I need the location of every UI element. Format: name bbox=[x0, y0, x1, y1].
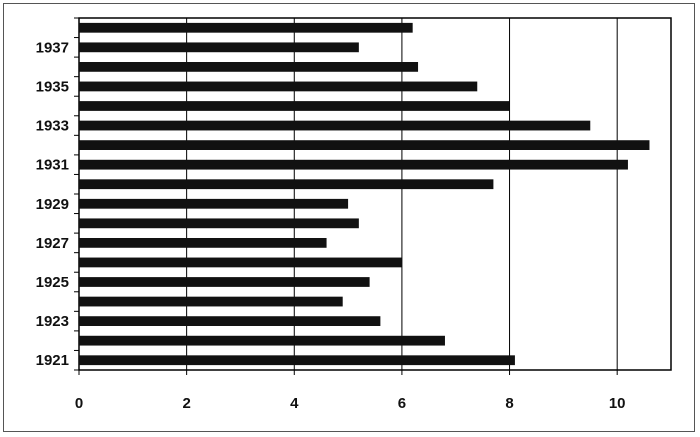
x-axis-ticks: 0 2 4 6 8 10 bbox=[75, 370, 626, 412]
y-tick-label-1921: 1921 bbox=[36, 352, 69, 369]
plot-area bbox=[78, 17, 672, 371]
x-tick-label-0: 0 bbox=[75, 395, 83, 412]
y-tick-label-1929: 1929 bbox=[36, 196, 69, 213]
y-tick-label-1931: 1931 bbox=[36, 157, 69, 174]
bar-1929 bbox=[79, 198, 349, 209]
x-tick-label-6: 6 bbox=[398, 395, 406, 412]
bar-1933 bbox=[79, 120, 591, 131]
bar-1927 bbox=[79, 238, 327, 248]
bar-1922 bbox=[79, 335, 445, 346]
bar-1921 bbox=[79, 355, 515, 366]
bar-1931 bbox=[79, 159, 628, 170]
bar-1928 bbox=[79, 218, 359, 229]
y-tick-label-1933: 1933 bbox=[36, 118, 69, 135]
bar-1925 bbox=[79, 277, 370, 287]
x-tick-label-2: 2 bbox=[182, 395, 190, 412]
bar-1932 bbox=[79, 140, 650, 150]
x-tick-label-8: 8 bbox=[505, 395, 513, 412]
bar-1924 bbox=[79, 296, 343, 307]
y-tick-label-1937: 1937 bbox=[36, 39, 69, 56]
x-tick-label-10: 10 bbox=[609, 395, 626, 412]
x-tick-label-4: 4 bbox=[290, 395, 299, 412]
bar-1930 bbox=[79, 179, 494, 190]
bar-1938 bbox=[79, 22, 413, 33]
bar-1937 bbox=[79, 42, 359, 53]
bars bbox=[79, 22, 650, 366]
y-tick-label-1935: 1935 bbox=[36, 78, 69, 95]
y-axis-ticks: 1921 1923 1925 1927 1929 1931 1933 1935 1937 bbox=[36, 17, 79, 371]
bar-1926 bbox=[79, 257, 402, 268]
bar-1935 bbox=[79, 81, 478, 92]
bar-1936 bbox=[79, 62, 419, 72]
gridlines bbox=[186, 18, 618, 370]
bar-1934 bbox=[79, 101, 510, 111]
y-tick-label-1925: 1925 bbox=[36, 274, 69, 291]
y-tick-label-1927: 1927 bbox=[36, 235, 69, 252]
y-tick-label-1923: 1923 bbox=[36, 313, 69, 330]
bar-1923 bbox=[79, 316, 381, 326]
